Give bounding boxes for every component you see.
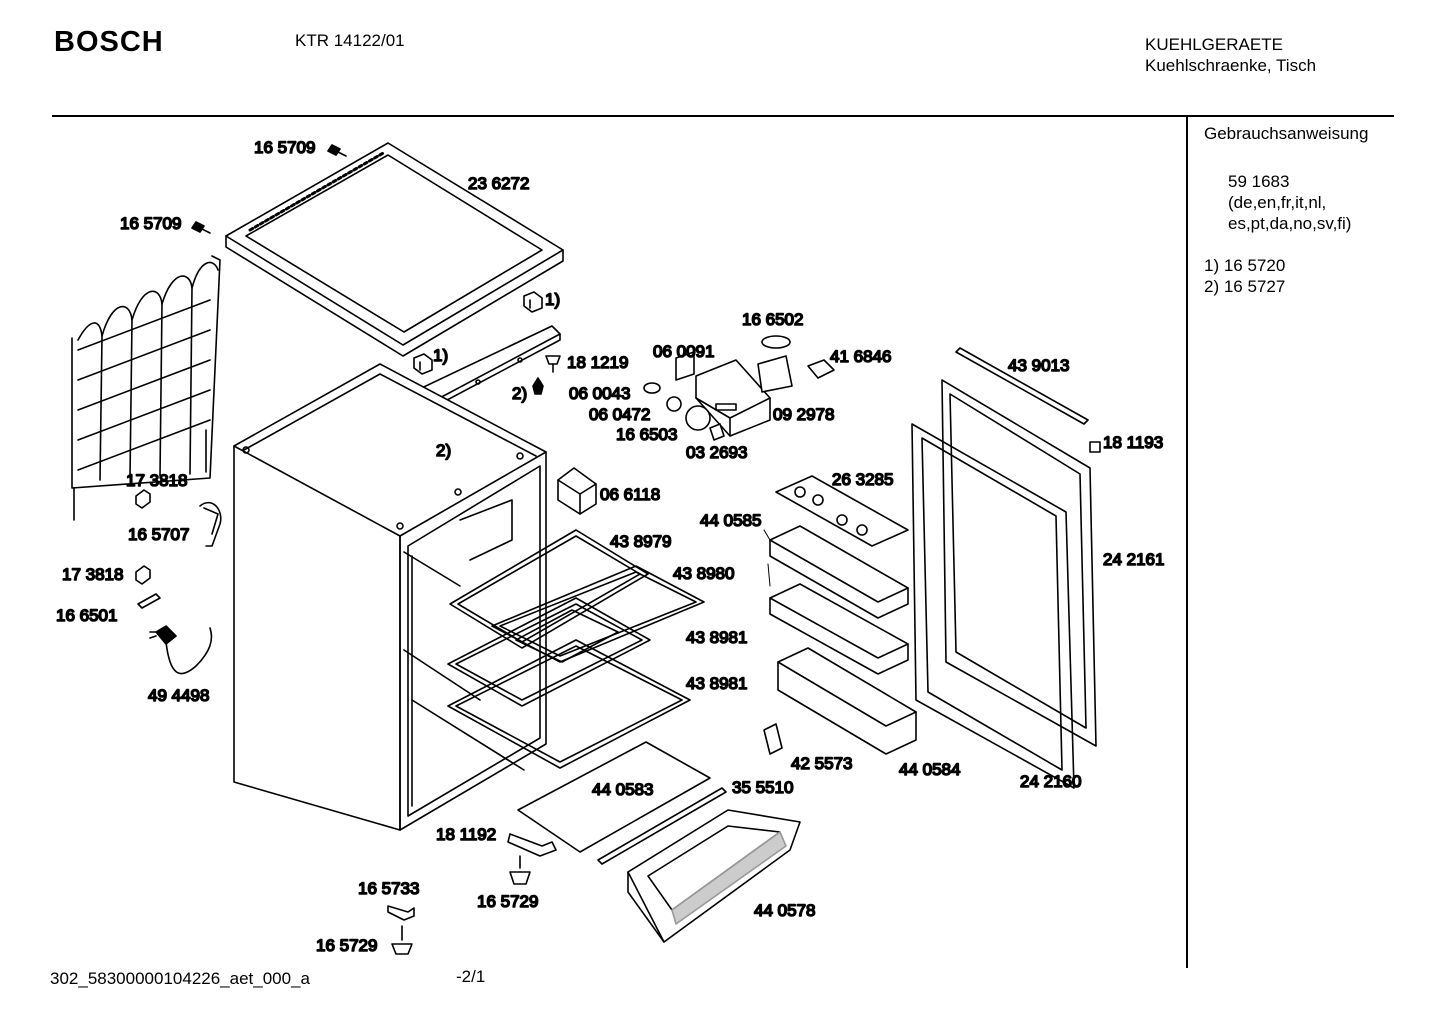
trim-strip: [597, 787, 727, 865]
part-label: 17 3818: [126, 471, 187, 490]
brand-logo: BOSCH: [54, 26, 164, 58]
part-label: 23 6272: [468, 174, 529, 193]
part-label: 44 0578: [754, 901, 815, 920]
part-label: 16 5709: [120, 214, 181, 233]
door-handle: [955, 347, 1089, 425]
part-label: 16 5707: [128, 525, 189, 544]
footnote-marker: 1): [433, 346, 448, 365]
hinge-clip-right: [523, 291, 543, 313]
cable-clip-a: [135, 489, 151, 509]
part-label: 43 8980: [673, 564, 734, 583]
footnote-marker: 1): [545, 290, 560, 309]
header-divider: [52, 115, 1394, 117]
part-label: 44 0583: [592, 780, 653, 799]
part-label: 26 3285: [832, 470, 893, 489]
footnote-marker: 2): [436, 441, 451, 460]
bracket-165733: [387, 905, 415, 921]
hinge-clip-left: [413, 353, 433, 375]
glass-plate: [517, 741, 711, 853]
egg-tray: [775, 475, 909, 547]
part-label: 18 1219: [567, 353, 628, 372]
category-subtitle: Kuehlschraenke, Tisch: [1145, 56, 1317, 75]
part-label: 42 5573: [791, 754, 852, 773]
part-label: 09 2978: [773, 405, 834, 424]
part-label: 44 0584: [899, 760, 960, 779]
door-bin-upper: [769, 525, 909, 619]
footnote-marker: 2): [512, 384, 527, 403]
part-label: 03 2693: [686, 443, 747, 462]
cover-box: [557, 467, 597, 515]
part-label: 43 8981: [686, 674, 747, 693]
part-label: 44 0585: [700, 511, 761, 530]
part-label: 17 3818: [62, 565, 123, 584]
screw-left: [191, 221, 211, 234]
part-label: 41 6846: [830, 347, 891, 366]
lamp: [643, 382, 682, 412]
start-relay: [199, 501, 222, 547]
part-label: 16 6503: [616, 425, 677, 444]
screw-2a: [532, 377, 544, 395]
part-label: 49 4498: [148, 686, 209, 705]
door-bin-lower: [777, 647, 917, 755]
part-label: 43 9013: [1008, 356, 1069, 375]
part-label: 43 8981: [686, 628, 747, 647]
worktop-lid: [225, 142, 564, 357]
manual-languages-2: es,pt,da,no,sv,fi): [1228, 214, 1352, 233]
fridge-cabinet: [233, 363, 547, 831]
part-label: 43 8979: [610, 532, 671, 551]
part-label: 18 1193: [1103, 433, 1163, 452]
part-label: 16 6502: [742, 310, 803, 329]
manual-number: 59 1683: [1228, 172, 1290, 191]
part-label: 06 0043: [569, 384, 630, 403]
part-label: 16 6501: [56, 606, 117, 625]
condenser-coil: [71, 255, 221, 521]
door-bin-middle: [769, 583, 909, 675]
bracket-181192: [507, 833, 557, 857]
screw-181219: [545, 355, 561, 373]
thermostat: [757, 335, 793, 393]
part-label: 16 5729: [316, 936, 377, 955]
part-label: 18 1192: [436, 825, 496, 844]
part-label: 35 5510: [732, 778, 793, 797]
part-label: 24 2161: [1103, 550, 1164, 569]
shelf-438981b: [447, 639, 691, 769]
part-label: 16 5733: [358, 879, 419, 898]
thermostat-housing: [695, 359, 771, 437]
document-code: 302_58300000104226_aet_000_a: [50, 969, 310, 988]
lamp-socket: [675, 351, 695, 381]
category-title: KUEHLGERAETE: [1145, 35, 1283, 54]
part-label: 24 2160: [1020, 772, 1081, 791]
sidebar-divider: [1186, 116, 1188, 968]
door-screw: [1089, 441, 1101, 453]
part-label: 16 5709: [254, 138, 315, 157]
part-label: 06 0091: [653, 342, 714, 361]
model-number: KTR 14122/01: [295, 31, 405, 50]
door-panel: [941, 379, 1097, 747]
leveling-foot-b: [391, 925, 413, 955]
footnote-2: 2) 16 5727: [1204, 277, 1286, 296]
door-gasket: [911, 423, 1075, 789]
power-cord: [137, 593, 213, 675]
manual-languages-1: (de,en,fr,it,nl,: [1228, 193, 1327, 212]
sidebar-title: Gebrauchsanweisung: [1204, 124, 1369, 143]
screw-top: [327, 144, 347, 157]
footnote-1: 1) 16 5720: [1204, 256, 1286, 275]
knob: [685, 405, 711, 431]
part-label: 06 0472: [589, 405, 650, 424]
leveling-foot-a: [509, 855, 531, 885]
part-label: 16 5729: [477, 892, 538, 911]
part-label: 06 6118: [600, 485, 660, 504]
bin-clip: [763, 723, 783, 755]
vegetable-drawer: [627, 809, 801, 943]
page-number: -2/1: [456, 967, 486, 986]
knob-clip: [709, 423, 725, 441]
connector: [807, 359, 835, 379]
cable-clip-b: [135, 565, 151, 585]
